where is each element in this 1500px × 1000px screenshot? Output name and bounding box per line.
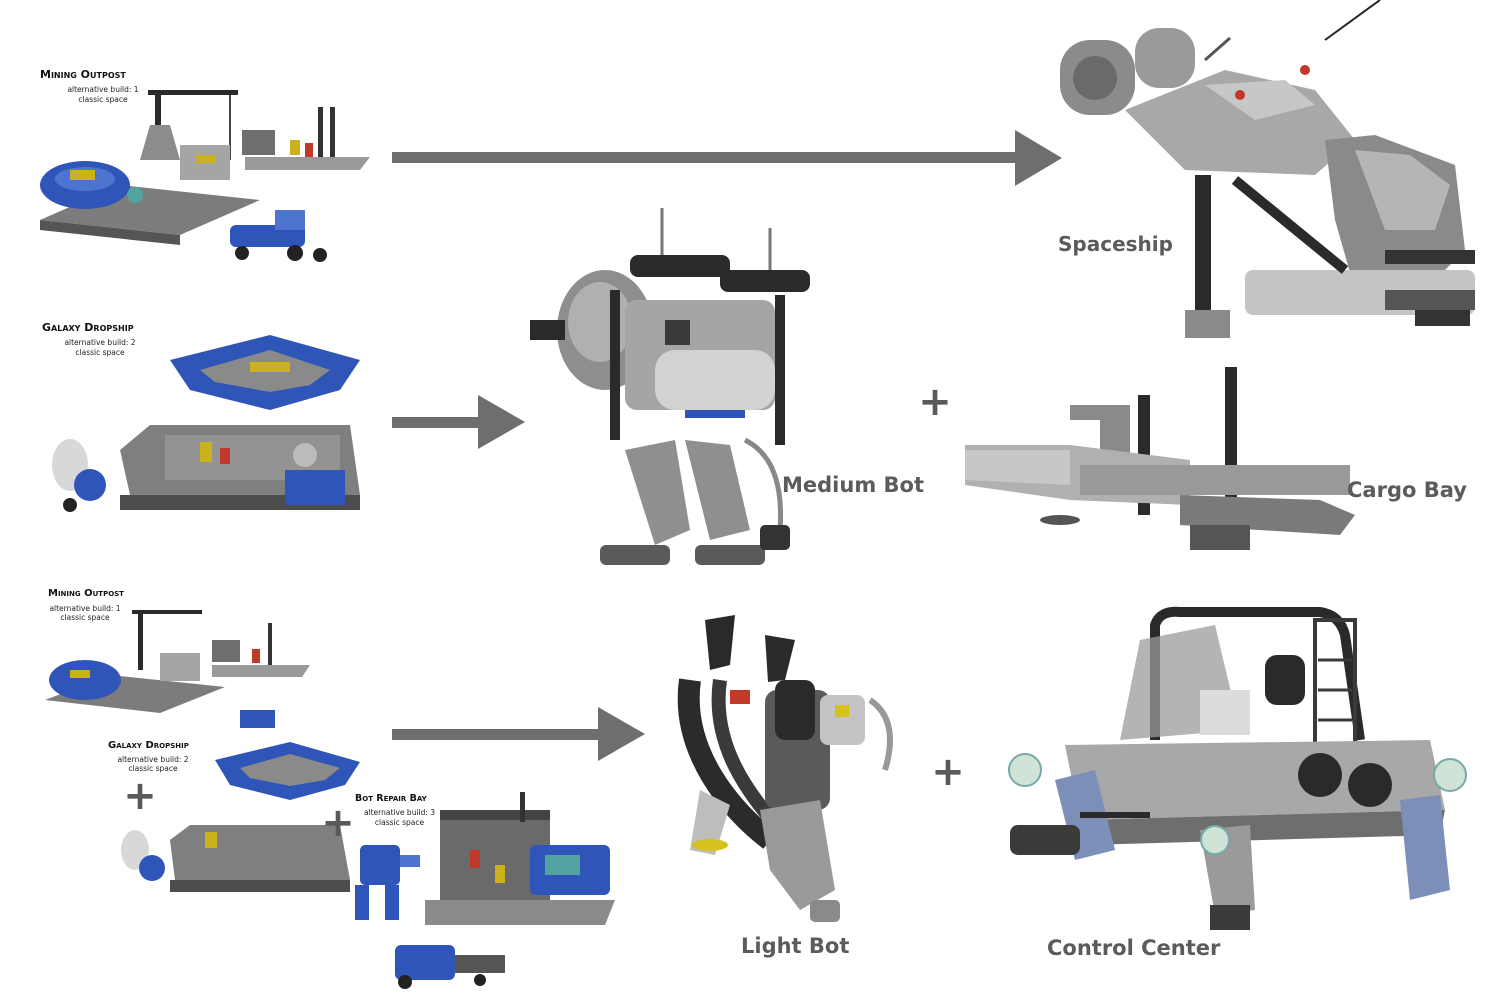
- arrow-row3: [392, 707, 645, 761]
- bot-repair-bay-theme: classic space: [374, 818, 425, 827]
- cargo-bay-label: Cargo Bay: [1347, 478, 1467, 502]
- medium-bot-image: [530, 208, 810, 565]
- spaceship-label: Spaceship: [1058, 232, 1173, 256]
- arrow-row2: [392, 395, 525, 449]
- row3-mining-build: alternative build: 1: [49, 604, 121, 613]
- galaxy-dropship-theme: classic space: [75, 348, 125, 357]
- row3-dropship-title: Galaxy Dropship: [108, 740, 189, 751]
- plus-sign-source-2: +: [321, 800, 355, 846]
- mining-outpost-title: Mining Outpost: [40, 68, 126, 81]
- medium-bot-label: Medium Bot: [782, 473, 924, 497]
- galaxy-dropship-build: alternative build: 2: [64, 338, 136, 347]
- galaxy-dropship-image: [52, 335, 360, 512]
- bot-repair-bay-build: alternative build: 3: [363, 808, 436, 817]
- row3-mining-theme: classic space: [60, 613, 110, 622]
- spaceship-image: [1060, 0, 1475, 338]
- row3-mining-title: Mining Outpost: [48, 588, 124, 599]
- light-bot-label: Light Bot: [741, 934, 850, 958]
- plus-sign-source-1: +: [123, 773, 157, 819]
- row3-mining-outpost-image: [45, 610, 310, 728]
- plus-sign-row2: +: [918, 379, 952, 425]
- arrow-row1: [392, 130, 1062, 186]
- plus-sign-row3: +: [931, 749, 965, 795]
- row3-dropship-build: alternative build: 2: [117, 755, 189, 764]
- light-bot-image: [677, 615, 893, 922]
- mining-outpost-image: [40, 90, 370, 262]
- row3-galaxy-dropship-image: [121, 742, 360, 892]
- cargo-bay-image: [965, 367, 1355, 550]
- galaxy-dropship-title: Galaxy Dropship: [42, 321, 134, 334]
- mining-outpost-theme: classic space: [78, 95, 128, 104]
- row3-dropship-theme: classic space: [128, 764, 178, 773]
- control-center-image: [1008, 606, 1467, 930]
- mining-outpost-build: alternative build: 1: [67, 85, 139, 94]
- bot-repair-bay-title: Bot Repair Bay: [355, 793, 427, 804]
- bot-repair-bay-image: [355, 792, 615, 989]
- control-center-label: Control Center: [1047, 936, 1221, 960]
